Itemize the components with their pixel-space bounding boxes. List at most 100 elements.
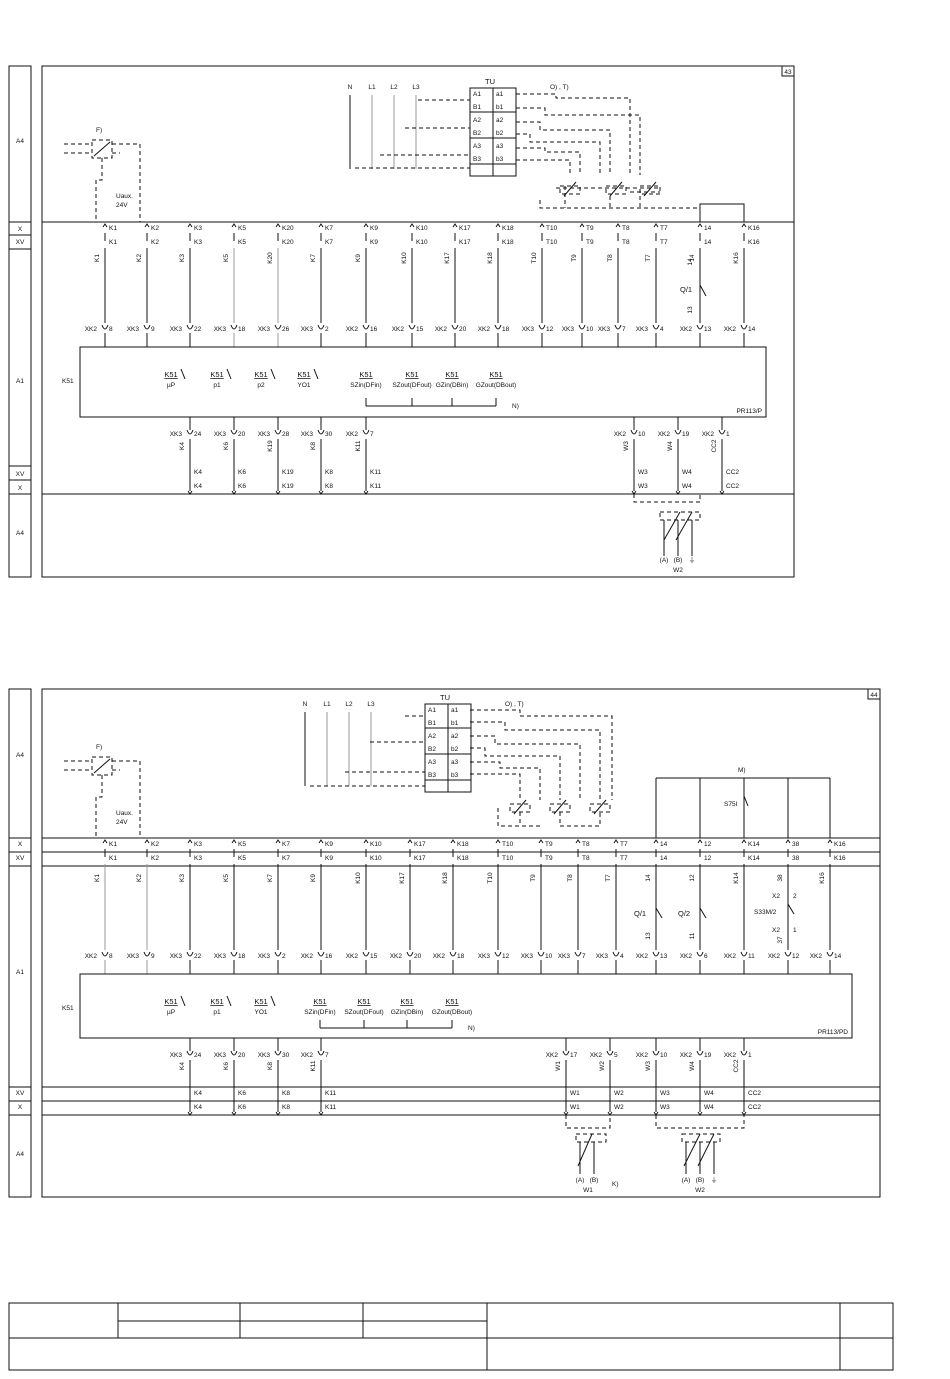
terminal-arrow <box>575 839 581 844</box>
connector-pin: 7 <box>370 431 374 438</box>
wire-label-K7: K7 <box>310 254 317 262</box>
wire-label-K17: K17 <box>399 872 406 884</box>
terminal-x-T7: T7 <box>660 225 668 232</box>
row-label: XV <box>16 239 25 246</box>
signal-wire-dashed <box>516 133 601 175</box>
breaker-q1-label: Q/1 <box>680 285 692 294</box>
contact-switch <box>313 368 319 380</box>
terminal-x-W2: W2 <box>614 1104 624 1111</box>
connector-pin: 15 <box>370 953 378 960</box>
s33-pin-top: 2 <box>793 893 797 900</box>
wire-label-K4: K4 <box>179 442 186 450</box>
connector-pin: 10 <box>638 431 646 438</box>
terminal-arrow <box>607 1111 613 1116</box>
terminal-arrow <box>363 223 369 228</box>
title-block <box>8 1302 894 1371</box>
cable-name: W2 <box>673 567 683 574</box>
sheet-number: 44 <box>870 692 878 699</box>
terminal-arrow <box>187 223 193 228</box>
connector-xk: XK3 <box>258 1052 271 1059</box>
wire-label-K17: K17 <box>444 252 451 264</box>
wire <box>553 799 567 815</box>
terminal-xv-K8: K8 <box>325 469 333 476</box>
wire <box>93 758 111 774</box>
connector-pin: 16 <box>325 953 333 960</box>
s33-x2-bottom: X2 <box>772 927 780 934</box>
row-label: A4 <box>16 530 24 537</box>
terminal-arrow <box>187 490 193 495</box>
connector-pin: 19 <box>704 1052 712 1059</box>
row-label: XV <box>16 471 25 478</box>
wire-label-K10: K10 <box>355 872 362 884</box>
terminal-xv-K7: K7 <box>282 855 290 862</box>
wire-label-T10: T10 <box>487 872 494 884</box>
terminal-arrow <box>450 839 456 844</box>
signal-wire-dashed <box>470 709 613 800</box>
connector-pin: 24 <box>194 431 202 438</box>
cable-terminal: (B) <box>696 1177 705 1184</box>
connector-socket <box>538 324 546 330</box>
wire-label-K16: K16 <box>733 252 740 264</box>
wire-label-W3: W3 <box>623 441 630 451</box>
terminal-xv-12: 12 <box>704 855 712 862</box>
breaker-pin-bottom: 13 <box>645 932 652 940</box>
connector-xk: XK2 <box>768 953 781 960</box>
wire-label-W4: W4 <box>667 441 674 451</box>
tu-right-label: a1 <box>451 707 459 714</box>
terminal-arrow <box>675 490 681 495</box>
s33-label: S33M/2 <box>754 909 777 916</box>
connector-socket <box>652 951 660 957</box>
connector-pin: 22 <box>194 326 202 333</box>
wire-label-K16: K16 <box>819 872 826 884</box>
terminal-x-K2: K2 <box>151 225 159 232</box>
connector-socket <box>230 324 238 330</box>
connector-xk: XK2 <box>724 326 737 333</box>
terminal-x-K16: K16 <box>834 841 846 848</box>
sheet-number-box <box>781 65 795 77</box>
supply-label-L1: L1 <box>323 701 331 708</box>
connector-socket <box>630 429 638 435</box>
connector-pin: 14 <box>834 953 842 960</box>
connector-pin: 10 <box>545 953 553 960</box>
s33-pin-bottom: 1 <box>793 927 797 934</box>
contact-tag: K51 <box>489 370 502 379</box>
contact-tag: K51 <box>164 997 177 1006</box>
connector-socket <box>230 951 238 957</box>
wire-label-K18: K18 <box>487 252 494 264</box>
connector-xk: XK3 <box>214 326 227 333</box>
contact-tag: K51 <box>297 370 310 379</box>
wire <box>683 1133 701 1167</box>
connector-xk: XK2 <box>614 431 627 438</box>
connector-xk: XK3 <box>214 953 227 960</box>
wire-label-K10: K10 <box>401 252 408 264</box>
terminal-x-K9: K9 <box>325 841 333 848</box>
connector-pin: 28 <box>282 431 290 438</box>
terminal-arrow <box>697 223 703 228</box>
connector-socket <box>674 429 682 435</box>
terminal-x-K10: K10 <box>370 841 382 848</box>
terminal-xv-K6: K6 <box>238 469 246 476</box>
contact-name: GZout(DBout) <box>476 382 516 389</box>
terminal-x-W4: W4 <box>682 483 692 490</box>
sheet-frame <box>41 65 795 578</box>
terminal-xv-T9: T9 <box>545 855 553 862</box>
ref-note-n: N) <box>512 403 519 410</box>
terminal-x-T9: T9 <box>545 841 553 848</box>
contact-name: SZout(DFout) <box>344 1009 383 1016</box>
wire-label-14: 14 <box>645 874 652 882</box>
wire <box>675 511 693 541</box>
connector-xk: XK3 <box>596 953 609 960</box>
terminal-arrow <box>538 839 544 844</box>
breaker-pin-top: 14 <box>687 258 694 266</box>
terminal-xv-38: 38 <box>792 855 800 862</box>
tu-right-label: b3 <box>451 772 459 779</box>
wire <box>93 141 111 157</box>
terminal-arrow <box>187 1111 193 1116</box>
s33-x2-top: X2 <box>772 893 780 900</box>
terminal-x-K20: K20 <box>282 225 294 232</box>
cable-bundle-w1 <box>565 1115 611 1129</box>
connector-xk: XK2 <box>435 326 448 333</box>
uaux-label: Uaux. <box>116 193 133 200</box>
tu-left-label: B3 <box>428 772 436 779</box>
wire-label-14: 14 <box>689 254 696 262</box>
